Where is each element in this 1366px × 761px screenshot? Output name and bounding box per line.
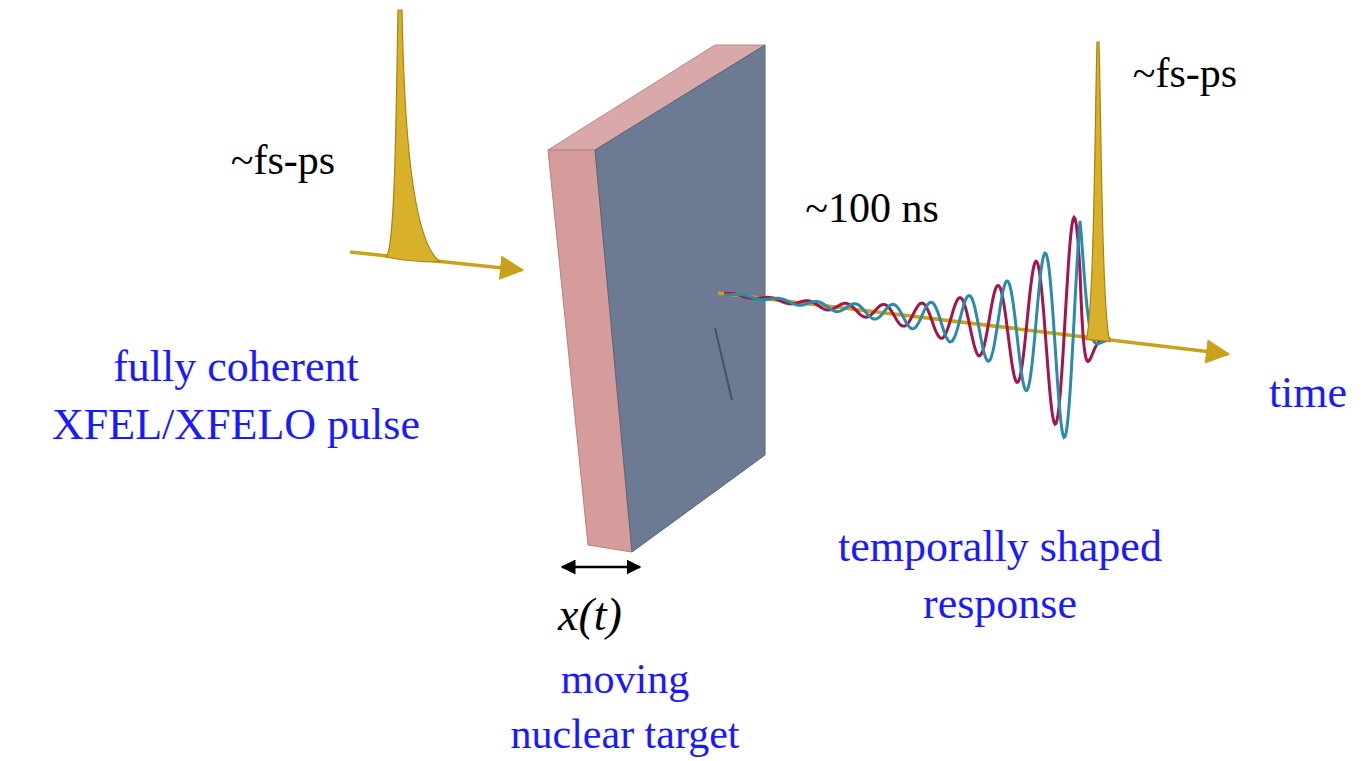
output-pulse xyxy=(1086,42,1110,341)
target-front-face xyxy=(595,45,765,552)
displacement-arrow xyxy=(562,566,640,569)
response-label: temporally shaped response xyxy=(790,518,1210,632)
input-pulse xyxy=(386,10,440,262)
beam-shadow xyxy=(715,328,732,400)
axis-label: time xyxy=(1269,368,1347,418)
target-label: moving nuclear target xyxy=(509,652,741,761)
response-wave xyxy=(724,221,1110,437)
pulse-duration: ~fs-ps xyxy=(1133,48,1237,98)
decay-time: ~100 ns xyxy=(805,183,939,233)
pulse-duration: ~fs-ps xyxy=(231,135,335,185)
source-label: fully coherent XFEL/XFELO pulse xyxy=(6,338,466,454)
displacement-label: x(t) xyxy=(558,588,622,642)
